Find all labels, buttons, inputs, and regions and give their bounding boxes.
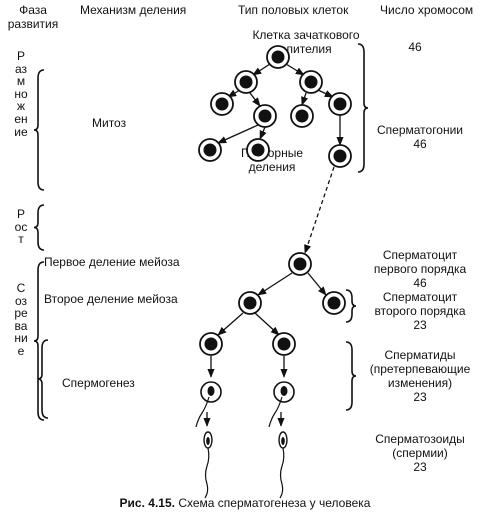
arrow-mitosis bbox=[249, 92, 261, 107]
brace-spermatogonia bbox=[357, 43, 369, 173]
cell-spermatocyte-1 bbox=[288, 252, 312, 276]
cell-germ-epithelium bbox=[266, 45, 290, 69]
arrow-meiosis-1 bbox=[257, 272, 293, 296]
arrow-mitosis bbox=[252, 63, 271, 76]
cell-nucleus bbox=[304, 75, 318, 89]
spermatozoon bbox=[203, 431, 213, 499]
cell-nucleus bbox=[203, 143, 217, 157]
cell-spermatogonium bbox=[246, 138, 270, 162]
count-germ-cell: 46 bbox=[408, 40, 422, 54]
cell-nucleus bbox=[277, 337, 291, 351]
brace-maturation bbox=[33, 261, 45, 421]
cell-nucleus bbox=[327, 296, 341, 310]
celltype-spermatocyte-1: Сперматоцит первого порядка bbox=[373, 248, 467, 276]
phase-growth: Рост bbox=[14, 207, 28, 247]
count-spermatocyte-1: 46 bbox=[413, 276, 427, 290]
celltype-spermatids: Сперматиды (претерпевающие изменения) bbox=[369, 348, 471, 390]
cell-nucleus bbox=[333, 97, 347, 111]
celltype-spermatocyte-2: Сперматоцит второго порядка bbox=[374, 290, 466, 318]
cell-spermatocyte-2 bbox=[238, 291, 262, 315]
cell-nucleus bbox=[239, 75, 253, 89]
header-mechanism: Механизм деления bbox=[80, 3, 187, 17]
mechanism-mitosis: Митоз bbox=[92, 116, 127, 130]
celltype-spermatogonia: Сперматогонии bbox=[376, 123, 464, 137]
spermatid-transforming bbox=[268, 381, 295, 428]
mechanism-meiosis-2: Второе деление мейоза bbox=[44, 292, 178, 306]
celltype-spermatozoa: Сперматозоиды (спермии) bbox=[375, 432, 465, 460]
brace-reproduction bbox=[33, 69, 45, 191]
brace-spermatids bbox=[345, 341, 357, 411]
cell-spermatogonium bbox=[198, 138, 222, 162]
cell-spermatogonium bbox=[328, 92, 352, 116]
cell-nucleus bbox=[204, 337, 218, 351]
caption-number: Рис. 4.15. bbox=[119, 496, 175, 510]
brace-growth bbox=[33, 204, 45, 251]
arrow-mitosis bbox=[301, 92, 309, 106]
cell-spermatogonium bbox=[290, 104, 314, 128]
cell-nucleus bbox=[295, 109, 309, 123]
caption-text: Схема сперматогенеза у человека bbox=[178, 496, 371, 510]
cell-spermatid bbox=[199, 332, 223, 356]
cell-spermatocyte-2 bbox=[322, 291, 346, 315]
arrow-meiosis-1 bbox=[307, 272, 327, 296]
cell-nucleus bbox=[333, 149, 347, 163]
count-spermatids: 23 bbox=[413, 390, 427, 404]
arrow-mitosis bbox=[285, 63, 305, 76]
cell-spermatogonium bbox=[299, 70, 323, 94]
mechanism-spermiogenesis: Спермогенез bbox=[62, 376, 135, 390]
arrow-mitosis bbox=[317, 89, 334, 98]
phase-reproduction: Размножение bbox=[14, 49, 28, 139]
spermatid-tail bbox=[268, 396, 283, 428]
spermatid-tail bbox=[195, 396, 210, 428]
figure-caption: Рис. 4.15. Схема сперматогенеза у челове… bbox=[0, 496, 490, 510]
cell-spermatogonium bbox=[253, 104, 277, 128]
spermatid-nucleus bbox=[207, 386, 215, 396]
cell-spermatogonium bbox=[328, 144, 352, 168]
label-germ-cell: Клетка зачаткового эпителия bbox=[252, 28, 360, 56]
sperm-tail bbox=[279, 447, 285, 499]
header-chromosomes: Число хромосом bbox=[380, 3, 474, 17]
arrow-mitosis bbox=[217, 124, 259, 144]
brace-spermiogenesis bbox=[37, 339, 49, 419]
cell-spermatogonium bbox=[234, 70, 258, 94]
arrow-mitosis bbox=[259, 126, 267, 140]
spermatozoon bbox=[278, 431, 288, 499]
sperm-nucleus bbox=[206, 437, 210, 445]
cell-spermatid bbox=[272, 332, 296, 356]
cell-nucleus bbox=[251, 143, 265, 157]
phase-maturation: Созревание bbox=[14, 281, 28, 358]
sperm-nucleus bbox=[281, 437, 285, 445]
count-spermatogonia: 46 bbox=[413, 137, 427, 151]
arrow-meiosis-2 bbox=[254, 312, 280, 336]
cell-nucleus bbox=[258, 109, 272, 123]
spermatid-nucleus bbox=[280, 386, 288, 396]
arrow-growth bbox=[304, 166, 335, 254]
header-cell-type: Тип половых клеток bbox=[238, 3, 349, 17]
header-phase: Фаза развития bbox=[7, 3, 59, 31]
count-spermatozoa: 23 bbox=[413, 460, 427, 474]
sperm-tail bbox=[204, 447, 210, 499]
cell-nucleus bbox=[271, 50, 285, 64]
cell-nucleus bbox=[215, 97, 229, 111]
brace-spermatocyte-2 bbox=[345, 289, 357, 323]
spermatid-transforming bbox=[195, 381, 222, 428]
cell-spermatogonium bbox=[210, 92, 234, 116]
mechanism-meiosis-1: Первое деление мейоза bbox=[44, 255, 180, 269]
cell-nucleus bbox=[243, 296, 257, 310]
arrow-meiosis-2 bbox=[217, 312, 244, 336]
cell-nucleus bbox=[293, 257, 307, 271]
count-spermatocyte-2: 23 bbox=[413, 318, 427, 332]
